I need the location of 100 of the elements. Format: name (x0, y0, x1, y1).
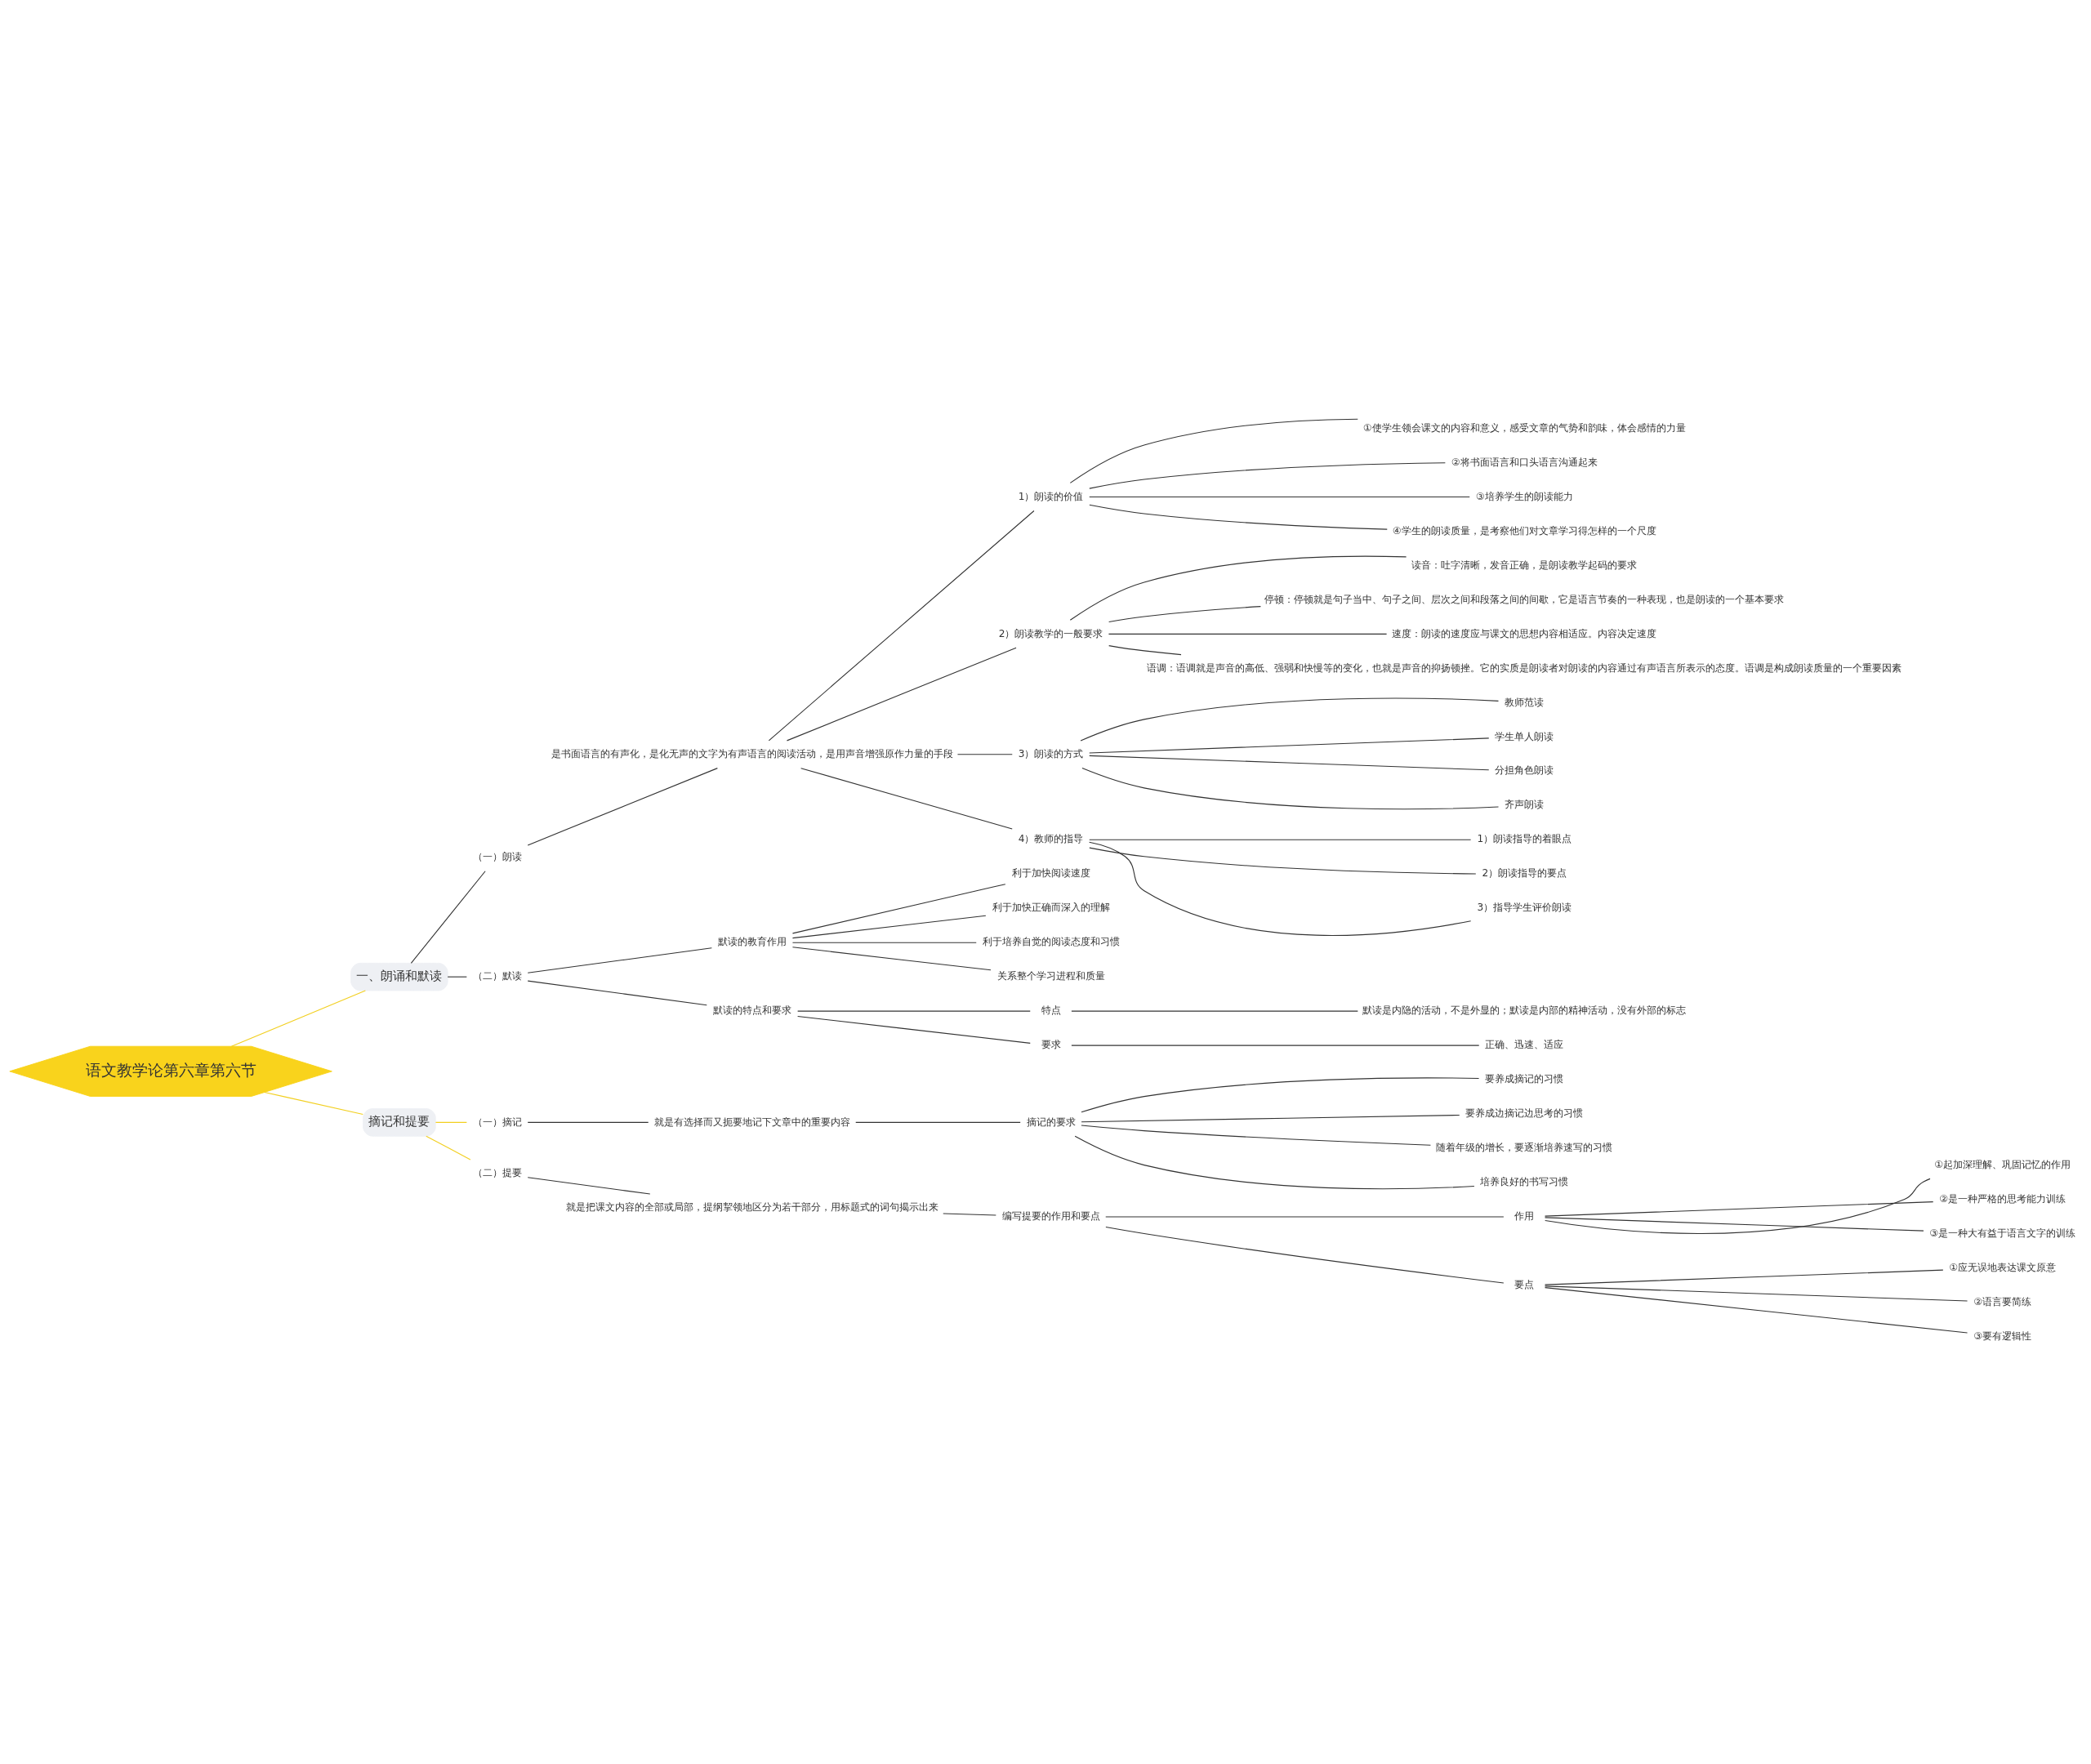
connector (1544, 1286, 1968, 1333)
connector (1089, 461, 1446, 489)
connector (264, 1091, 363, 1115)
node-text: 速度：朗读的速度应与课文的思想内容相适应。内容决定速度 (1392, 627, 1657, 639)
connector (527, 947, 712, 973)
connector (1081, 767, 1500, 809)
connector (800, 767, 1013, 829)
connector (1089, 841, 1472, 936)
connector (1071, 1010, 1358, 1012)
connector (791, 942, 977, 943)
connector (527, 1176, 651, 1195)
connector (435, 1121, 467, 1123)
node-text: 就是把课文内容的全部或局部，提纲挈领地区分为若干部分，用标题式的词句揭示出来 (565, 1200, 938, 1213)
node-text: 正确、迅速、适应 (1485, 1038, 1564, 1050)
connector (1108, 605, 1261, 622)
connector (797, 1015, 1031, 1044)
node-text: ①应无误地表达课文原意 (1949, 1261, 2057, 1273)
node-text: （一）朗读 (472, 850, 522, 862)
connector (527, 767, 718, 845)
connector (1544, 1200, 1934, 1217)
connector (1081, 1076, 1480, 1112)
node-text: 要点 (1514, 1278, 1535, 1290)
connector (1071, 1045, 1480, 1046)
node-text: （二）提要 (472, 1166, 522, 1178)
node-text: 摘记的要求 (1026, 1116, 1076, 1128)
connector (1089, 839, 1472, 840)
connector (527, 1121, 649, 1123)
connector (426, 1135, 471, 1160)
connector (786, 647, 1017, 741)
node-text: 默读的教育作用 (717, 935, 787, 947)
connector (410, 870, 486, 964)
node-text: 3）朗读的方式 (1018, 747, 1084, 760)
connector (1089, 755, 1490, 770)
connector (791, 883, 1006, 933)
connector (1089, 847, 1477, 875)
connector (1089, 737, 1490, 754)
node-text: ③是一种大有益于语言文字的训练 (1929, 1227, 2076, 1239)
node-text: ②将书面语言和口头语言沟通起来 (1451, 456, 1598, 468)
node-text: 是书面语言的有声化，是化无声的文字为有声语言的阅读活动，是用声音增强原作力量的手段 (551, 747, 953, 760)
node-text: 2）朗读教学的一般要求 (998, 627, 1103, 639)
connector (1544, 1269, 1944, 1285)
connector (527, 980, 707, 1005)
connector (1081, 1125, 1431, 1146)
node-text: 培养良好的书写习惯 (1480, 1175, 1569, 1187)
node-text: 要养成摘记的习惯 (1485, 1072, 1564, 1085)
connector (1108, 644, 1182, 655)
node-text: 利于加快正确而深入的理解 (992, 901, 1110, 913)
node-text: 关系整个学习进程和质量 (996, 969, 1105, 982)
connector (230, 990, 366, 1047)
connector (1069, 555, 1407, 621)
connector (1105, 1226, 1505, 1284)
node-text: 4）教师的指导 (1018, 832, 1084, 844)
connector (1089, 496, 1470, 497)
node-text: 随着年级的增长，要逐渐培养速写的习惯 (1436, 1141, 1613, 1153)
node-box: 一、朗诵和默读 (350, 962, 448, 991)
node-text: ③培养学生的朗读能力 (1475, 490, 1573, 502)
node-box: 摘记和提要 (363, 1107, 436, 1137)
connector (943, 1212, 996, 1216)
node-text: 1）朗读指导的着眼点 (1477, 832, 1572, 844)
connector (1545, 1178, 1931, 1234)
node-text: 默读的特点和要求 (712, 1004, 791, 1016)
node-text: 齐声朗读 (1505, 798, 1545, 810)
node-text: ②语言要简练 (1973, 1295, 2032, 1307)
node-text: ①起加深理解、巩固记忆的作用 (1934, 1158, 2071, 1170)
connector (1544, 1216, 1924, 1232)
node-text: 就是有选择而又扼要地记下文章中的重要内容 (653, 1116, 850, 1128)
node-text: 默读是内隐的活动，不是外显的；默读是内部的精神活动，没有外部的标志 (1362, 1004, 1687, 1016)
node-text: 特点 (1041, 1004, 1061, 1016)
connector (791, 915, 987, 938)
connector (797, 1010, 1031, 1012)
connector (791, 946, 992, 970)
connector (1108, 633, 1388, 635)
node-text: 语调：语调就是声音的高低、强弱和快慢等的变化，也就是声音的抑扬顿挫。它的实质是朗读者对朗读的内容通过有声语言所表示的态度。语调是构成朗读质量的一个重要因素 (1147, 662, 1902, 674)
node-text: 3）指导学生评价朗读 (1477, 901, 1572, 913)
node-text: 教师范读 (1505, 696, 1545, 708)
node-text: （一）摘记 (472, 1116, 522, 1128)
connector (768, 510, 1035, 741)
node-text: 利于加快阅读速度 (1011, 866, 1090, 879)
node-text: 利于培养自觉的阅读态度和习惯 (982, 935, 1120, 947)
node-text: 学生单人朗读 (1495, 730, 1554, 742)
node-text: 要养成边摘记边思考的习惯 (1465, 1107, 1584, 1119)
node-text: 要求 (1041, 1038, 1061, 1050)
connector (855, 1121, 1021, 1123)
connector (1080, 697, 1500, 741)
connector (956, 753, 1013, 755)
node-text: ①使学生领会课文的内容和意义，感受文章的气势和韵味，体会感情的力量 (1362, 421, 1686, 434)
connector (1089, 504, 1388, 530)
node-text: ③要有逻辑性 (1973, 1330, 2032, 1342)
node-text: 2）朗读指导的要点 (1482, 866, 1567, 879)
node-text: ④学生的朗读质量，是考察他们对文章学习得怎样的一个尺度 (1392, 524, 1656, 537)
node-text: 读音：吐字清晰，发音正确，是朗读教学起码的要求 (1411, 559, 1638, 571)
connector (1081, 1114, 1460, 1122)
node-text: 停顿：停顿就是句子当中、句子之间、层次之间和段落之间的间歇，它是语言节奏的一种表现，也是朗读的一个基本要求 (1264, 593, 1785, 605)
connector (1544, 1285, 1968, 1302)
node-text: （二）默读 (472, 969, 522, 982)
node-text: 编写提要的作用和要点 (1001, 1209, 1100, 1222)
connector (1069, 418, 1358, 483)
node-text: 作用 (1514, 1209, 1535, 1222)
connector (447, 976, 467, 978)
node-text: 1）朗读的价值 (1018, 490, 1084, 502)
